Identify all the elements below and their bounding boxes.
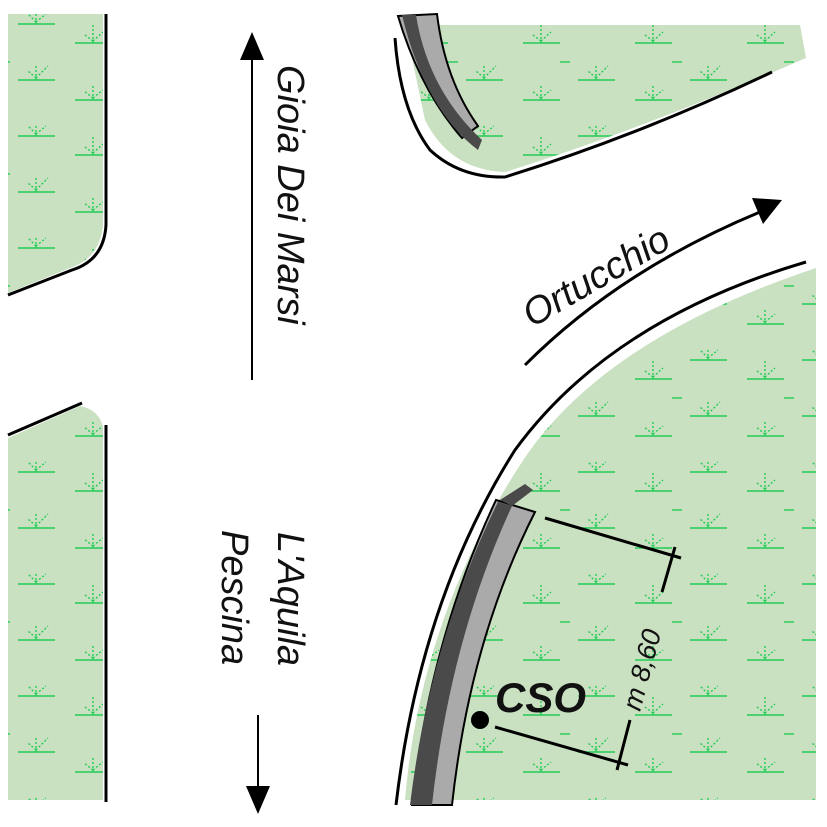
curb-bottom-right-dark — [410, 502, 512, 805]
road-edge-bottom-left — [7, 401, 108, 802]
road-edge-top-right — [393, 37, 773, 179]
dimension-lines — [494, 516, 682, 771]
grass-verge-top-left — [8, 14, 103, 293]
arrow-up-icon — [240, 32, 264, 380]
direction-label-ortucchio: Ortucchio — [516, 218, 678, 336]
grass-verge-bottom-left — [8, 406, 103, 800]
arrow-down-icon — [246, 715, 270, 814]
grass-verge-bottom-right — [405, 268, 816, 800]
direction-label-north: Gioia Dei Marsi — [269, 65, 311, 326]
direction-label-laquila: L'Aquila — [269, 532, 311, 666]
curb-top-right-dark — [402, 15, 482, 150]
curb-bottom-right-tip — [500, 484, 533, 506]
direction-label-pescina: Pescina — [213, 530, 255, 665]
road-edge-bottom-right — [394, 260, 807, 806]
grass-verge-top-right — [405, 25, 806, 172]
road-edge-top-left — [7, 14, 108, 297]
arrow-curved-east-icon — [523, 198, 782, 367]
cso-marker-dot — [471, 711, 489, 729]
cso-label: CSO — [495, 674, 586, 721]
